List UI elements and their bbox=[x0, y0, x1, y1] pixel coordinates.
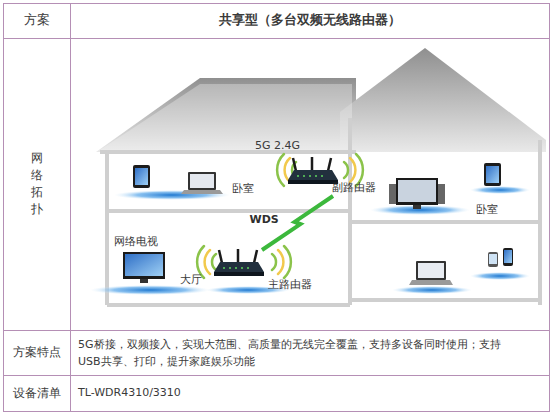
room-label: 卧室 bbox=[476, 203, 498, 216]
device-label: 网络电视 bbox=[114, 235, 158, 248]
device-model: TL-WDR4310/3310 bbox=[78, 386, 181, 399]
house bbox=[96, 48, 546, 305]
plan-title: 共享型（多台双频无线路由器） bbox=[70, 12, 550, 28]
tablet-icon bbox=[133, 163, 513, 267]
row-header: 设备清单 bbox=[3, 386, 70, 400]
band-label: 5G 2.4G bbox=[255, 139, 300, 152]
laptop-icon bbox=[181, 172, 453, 285]
room-label: 卧室 bbox=[232, 182, 254, 195]
table-grid bbox=[4, 4, 550, 412]
row-header: 网 络 拓 扑 bbox=[30, 150, 44, 218]
link-label: WDS bbox=[250, 213, 279, 226]
row-header: 方案 bbox=[3, 12, 70, 28]
device-platform bbox=[90, 186, 530, 295]
feature-text: 5G桥接，双频接入，实现大范围、高质量的无线完全覆盖，支持多设备同时使用；支持 … bbox=[78, 336, 516, 370]
router-node: 副路由器 bbox=[286, 158, 380, 196]
wifi-waves bbox=[197, 154, 363, 278]
node-label: 副路由器 bbox=[332, 180, 376, 195]
tv-icon bbox=[123, 178, 445, 283]
node-label: 主路由器 bbox=[268, 277, 312, 292]
router-node: 主路由器 bbox=[212, 250, 312, 292]
row-header: 方案特点 bbox=[3, 345, 70, 359]
room-label: 大厅 bbox=[180, 273, 202, 286]
